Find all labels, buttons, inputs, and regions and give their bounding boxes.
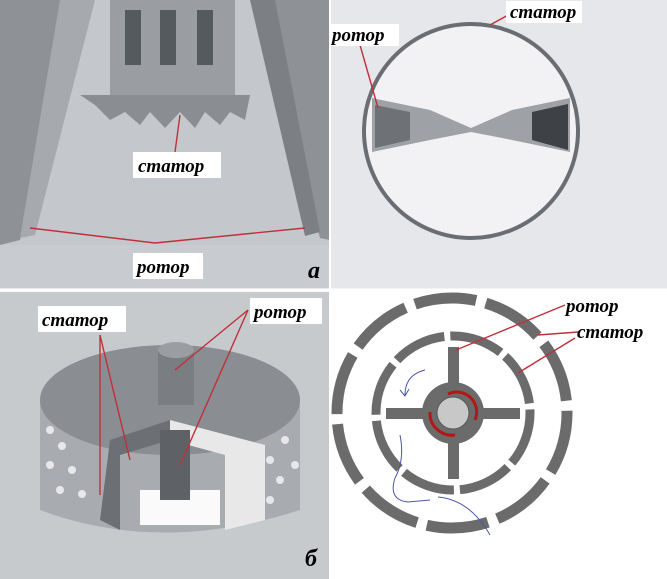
panel-b-right-schematic: ротор статор — [330, 290, 667, 579]
stator-label: статор — [577, 322, 643, 343]
panel-b-left-render: статор ротор б — [0, 290, 330, 579]
stator-label: статор — [138, 156, 204, 177]
rotor-label: ротор — [330, 25, 385, 46]
panel-letter-a: а — [308, 258, 320, 284]
panel-a-left-render: статор ротор а — [0, 0, 330, 290]
stator-label: статор — [510, 2, 576, 23]
rotation-arrow — [447, 390, 479, 421]
flow-arrow — [399, 369, 426, 397]
flow-arrow — [392, 434, 491, 536]
rotor-label: ротор — [252, 302, 307, 323]
stator-label: статор — [42, 310, 108, 331]
panel-a-right-render: статор ротор — [329, 0, 667, 290]
rotor-label: ротор — [564, 296, 619, 317]
panel-letter-b: б — [305, 546, 318, 572]
rotor-label: ротор — [135, 257, 190, 278]
rotation-arrow — [428, 411, 456, 437]
